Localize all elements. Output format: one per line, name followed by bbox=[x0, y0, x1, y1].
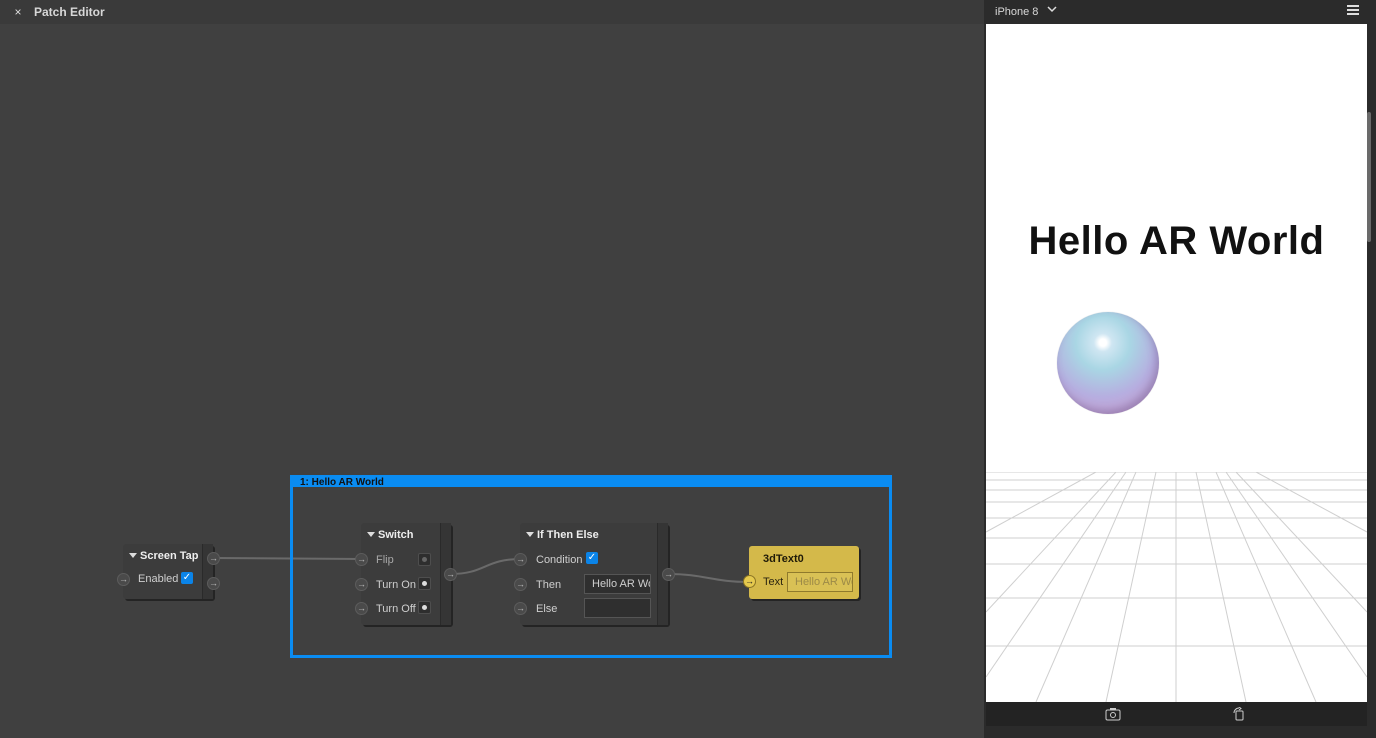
preview-scrollbar[interactable] bbox=[1367, 112, 1371, 242]
node-title: 3dText0 bbox=[763, 553, 804, 565]
screen-tap-node[interactable]: Screen Tap → Enabled ✓ → → bbox=[117, 544, 220, 599]
screen-tap-output-port[interactable]: → bbox=[207, 552, 220, 565]
enabled-input-port[interactable]: → bbox=[117, 573, 130, 586]
turn-on-label: Turn On bbox=[376, 579, 416, 591]
group-title: 1: Hello AR World bbox=[300, 477, 384, 488]
node-output-strip bbox=[202, 544, 213, 599]
device-screen[interactable]: Hello AR World bbox=[986, 24, 1367, 702]
editor-title: Patch Editor bbox=[34, 5, 105, 19]
screen-tap-title: Screen Tap bbox=[140, 550, 199, 562]
enabled-label: Enabled bbox=[138, 573, 179, 585]
camera-switch-icon[interactable] bbox=[1105, 707, 1121, 721]
flip-label: Flip bbox=[376, 554, 394, 566]
text-input-port[interactable]: → bbox=[743, 575, 756, 588]
turn-off-trigger[interactable] bbox=[418, 601, 431, 614]
collapse-triangle-icon[interactable] bbox=[367, 531, 375, 537]
group-header[interactable]: 1: Hello AR World bbox=[293, 477, 889, 488]
menu-icon[interactable] bbox=[1347, 5, 1359, 15]
chevron-down-icon[interactable] bbox=[1047, 4, 1057, 17]
screen-tap-output-port-2[interactable]: → bbox=[207, 577, 220, 590]
flip-trigger[interactable] bbox=[418, 553, 431, 566]
3d-text-node[interactable]: 3dText0 → Text Hello AR World bbox=[743, 546, 859, 599]
preview-toolbar bbox=[986, 702, 1367, 726]
if-then-else-output-port[interactable]: → bbox=[662, 568, 675, 581]
else-label: Else bbox=[536, 603, 558, 615]
flip-input-port[interactable]: → bbox=[355, 553, 368, 566]
patch-editor: × Patch Editor 1: Hello AR World Screen … bbox=[0, 0, 984, 738]
then-input-port[interactable]: → bbox=[514, 578, 527, 591]
condition-input-port[interactable]: → bbox=[514, 553, 527, 566]
scene-sphere bbox=[1057, 312, 1159, 414]
switch-node[interactable]: Switch → Flip → Turn On → Turn Off → bbox=[355, 523, 457, 625]
switch-output-port[interactable]: → bbox=[444, 568, 457, 581]
scene-floor-grid bbox=[986, 472, 1367, 702]
node-title: Screen Tap bbox=[129, 550, 199, 562]
turn-on-trigger[interactable] bbox=[418, 577, 431, 590]
node-title: If Then Else bbox=[526, 529, 599, 541]
turn-on-input-port[interactable]: → bbox=[355, 578, 368, 591]
node-title: Switch bbox=[367, 529, 413, 541]
collapse-triangle-icon[interactable] bbox=[526, 531, 534, 537]
else-input-port[interactable]: → bbox=[514, 602, 527, 615]
collapse-triangle-icon[interactable] bbox=[129, 552, 137, 558]
simulator-preview: iPhone 8 Hello AR World bbox=[984, 0, 1376, 738]
condition-label: Condition bbox=[536, 554, 583, 566]
enabled-checkbox[interactable]: ✓ bbox=[181, 572, 193, 584]
turn-off-input-port[interactable]: → bbox=[355, 602, 368, 615]
switch-title: Switch bbox=[378, 529, 414, 541]
condition-checkbox[interactable]: ✓ bbox=[586, 552, 598, 564]
else-value-field[interactable] bbox=[584, 598, 651, 618]
if-then-else-node[interactable]: If Then Else → Condition ✓ → Then Hello … bbox=[514, 523, 675, 625]
patch-canvas-grid[interactable] bbox=[0, 24, 984, 738]
text-label: Text bbox=[763, 576, 784, 588]
text-value-field[interactable]: Hello AR World bbox=[787, 572, 853, 592]
if-then-else-title: If Then Else bbox=[537, 529, 599, 541]
then-label: Then bbox=[536, 579, 562, 591]
turn-off-label: Turn Off bbox=[376, 603, 416, 615]
editor-header: × Patch Editor bbox=[0, 0, 984, 24]
patch-group[interactable]: 1: Hello AR World bbox=[290, 475, 892, 658]
close-icon[interactable]: × bbox=[14, 5, 22, 19]
then-value-field[interactable]: Hello AR World bbox=[584, 574, 651, 594]
device-selector[interactable]: iPhone 8 bbox=[995, 6, 1039, 18]
scene-3d-text: Hello AR World bbox=[1028, 219, 1325, 263]
rotate-icon[interactable] bbox=[1231, 706, 1247, 721]
